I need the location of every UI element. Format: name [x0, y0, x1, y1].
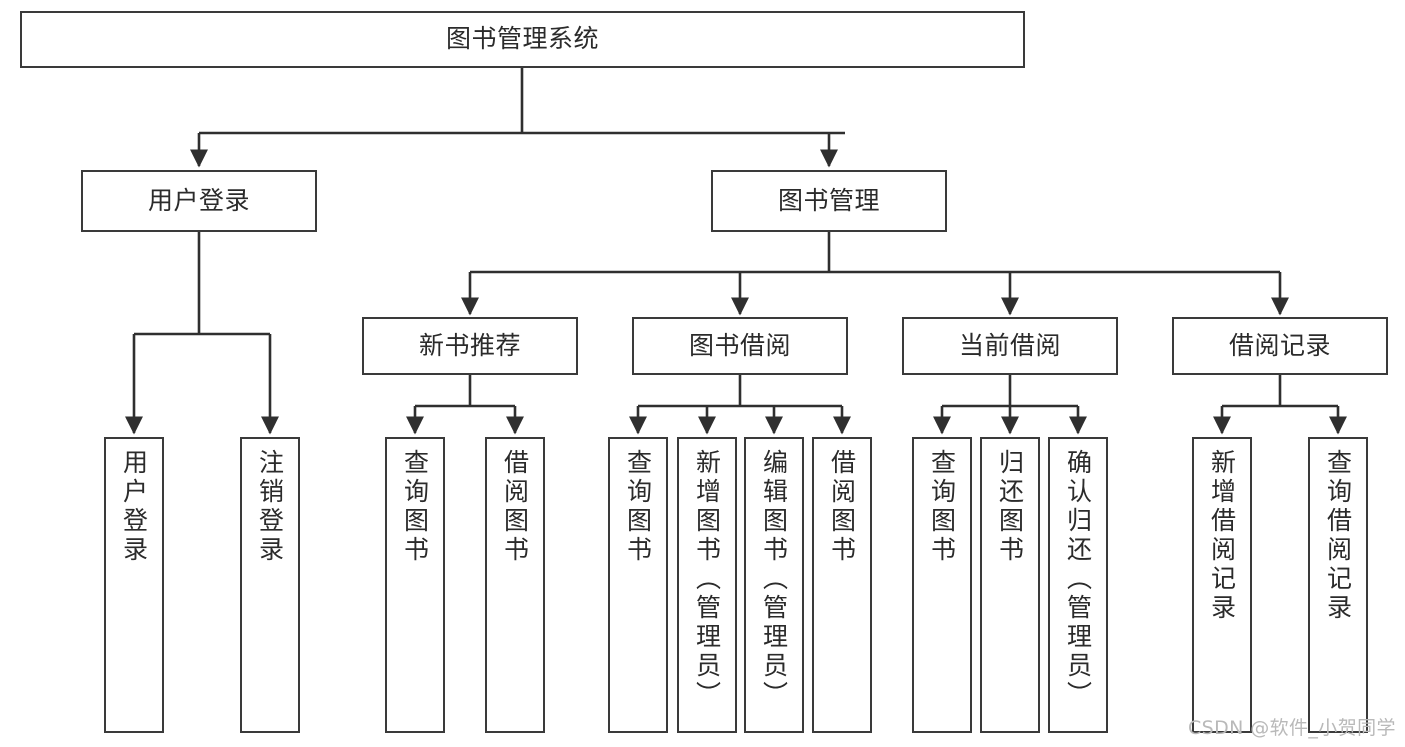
- node-leaf-borrow-book-rec-label: 借阅图书: [500, 449, 530, 565]
- node-leaf-logout-label: 注销登录: [255, 449, 285, 565]
- node-book-borrow[interactable]: 图书借阅: [632, 317, 848, 375]
- node-leaf-query-book-rec-label: 查询图书: [400, 449, 430, 565]
- node-leaf-borrow-book[interactable]: 借阅图书: [812, 437, 872, 733]
- node-leaf-borrow-book-label: 借阅图书: [827, 449, 857, 565]
- node-new-book-rec[interactable]: 新书推荐: [362, 317, 578, 375]
- node-leaf-edit-book-label: 编辑图书（管理员）: [759, 449, 789, 710]
- node-leaf-user-login[interactable]: 用户登录: [104, 437, 164, 733]
- node-leaf-query-book-rec[interactable]: 查询图书: [385, 437, 445, 733]
- node-leaf-add-book[interactable]: 新增图书（管理员）: [677, 437, 737, 733]
- node-book-borrow-label: 图书借阅: [688, 330, 791, 360]
- node-leaf-add-record[interactable]: 新增借阅记录: [1192, 437, 1252, 733]
- node-new-book-rec-label: 新书推荐: [418, 330, 521, 360]
- node-root[interactable]: 图书管理系统: [20, 11, 1025, 68]
- node-user-login-label: 用户登录: [147, 185, 250, 215]
- node-leaf-borrow-book-rec[interactable]: 借阅图书: [485, 437, 545, 733]
- node-leaf-confirm-return-label: 确认归还（管理员）: [1063, 449, 1093, 710]
- node-leaf-query-record[interactable]: 查询借阅记录: [1308, 437, 1368, 733]
- node-leaf-user-login-label: 用户登录: [119, 449, 149, 565]
- node-leaf-return-book-label: 归还图书: [995, 449, 1025, 565]
- node-user-login[interactable]: 用户登录: [81, 170, 317, 232]
- node-leaf-return-book[interactable]: 归还图书: [980, 437, 1040, 733]
- node-book-manage[interactable]: 图书管理: [711, 170, 947, 232]
- node-leaf-query-book-current-label: 查询图书: [927, 449, 957, 565]
- node-leaf-edit-book[interactable]: 编辑图书（管理员）: [744, 437, 804, 733]
- node-leaf-add-book-label: 新增图书（管理员）: [692, 449, 722, 710]
- node-leaf-query-book-current[interactable]: 查询图书: [912, 437, 972, 733]
- node-borrow-record-label: 借阅记录: [1228, 330, 1331, 360]
- node-leaf-query-record-label: 查询借阅记录: [1323, 449, 1353, 623]
- node-borrow-record[interactable]: 借阅记录: [1172, 317, 1388, 375]
- node-book-manage-label: 图书管理: [777, 185, 880, 215]
- watermark: CSDN @软件_小贺同学: [1188, 717, 1396, 739]
- node-leaf-query-book-borrow[interactable]: 查询图书: [608, 437, 668, 733]
- node-current-borrow-label: 当前借阅: [958, 330, 1061, 360]
- node-leaf-confirm-return[interactable]: 确认归还（管理员）: [1048, 437, 1108, 733]
- node-root-label: 图书管理系统: [445, 24, 599, 54]
- node-current-borrow[interactable]: 当前借阅: [902, 317, 1118, 375]
- node-leaf-add-record-label: 新增借阅记录: [1207, 449, 1237, 623]
- node-leaf-query-book-borrow-label: 查询图书: [623, 449, 653, 565]
- node-leaf-logout[interactable]: 注销登录: [240, 437, 300, 733]
